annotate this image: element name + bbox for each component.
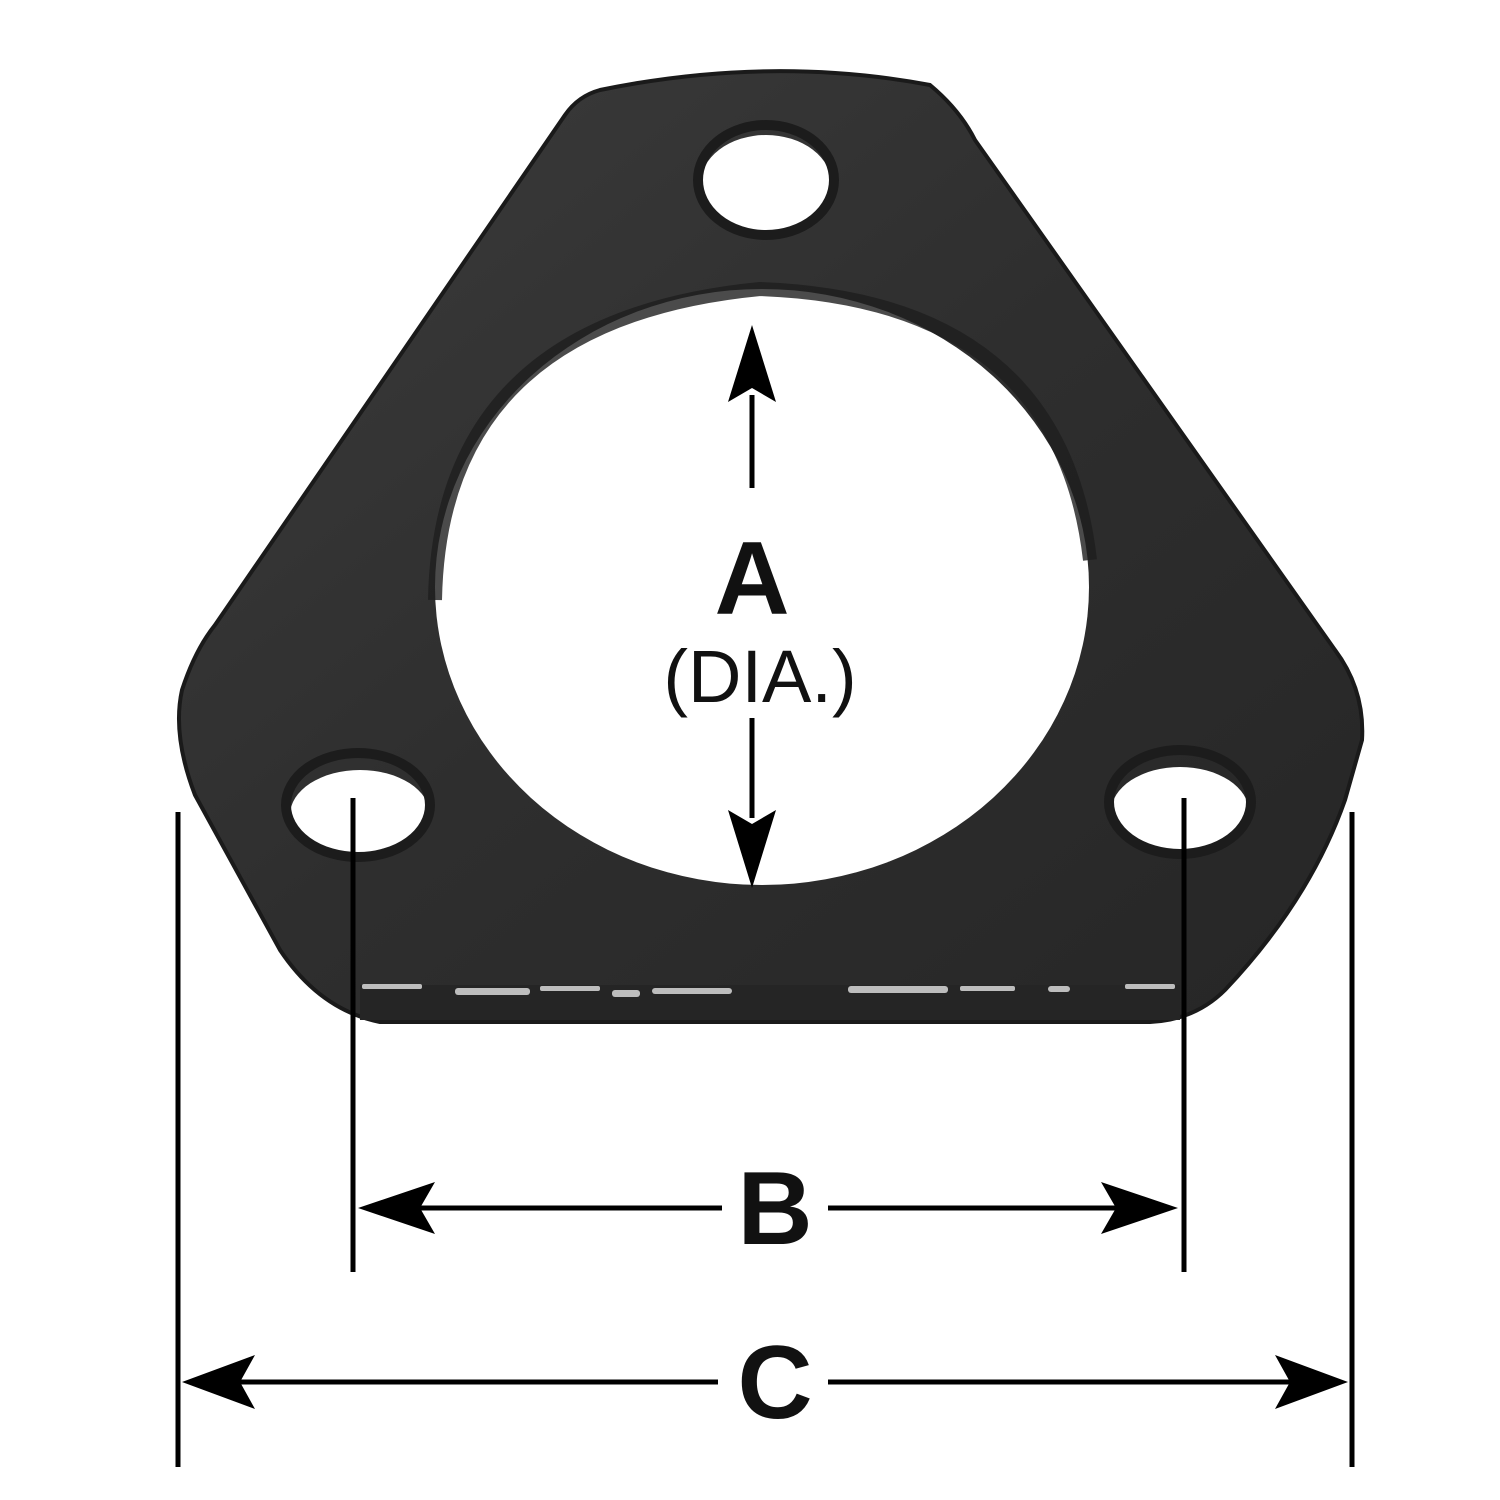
dimension-a-label: A (714, 521, 789, 637)
dimension-a: A (DIA.) (663, 325, 857, 888)
dimension-c-label: C (737, 1325, 812, 1441)
dimension-c: C (182, 1325, 1348, 1441)
dimension-c-arrow-right (1275, 1355, 1348, 1409)
dimension-a-arrow-up (728, 325, 776, 402)
dimension-b-arrow-left (358, 1182, 435, 1234)
extension-lines (175, 798, 1355, 1467)
dimension-a-sublabel: (DIA.) (663, 635, 856, 718)
dimension-b-arrow-right (1101, 1182, 1178, 1234)
dimension-b-label: B (737, 1151, 812, 1267)
dimension-c-arrow-left (182, 1355, 255, 1409)
bore-rim-shadow (428, 281, 1097, 601)
top-bolt-hole-rim (693, 120, 839, 240)
edge-highlights (362, 984, 1175, 997)
right-bolt-hole-rim (1104, 745, 1256, 859)
left-bolt-hole-rim (281, 748, 435, 862)
dimension-b: B (358, 1151, 1178, 1267)
flange-bottom-edge (360, 985, 1180, 1020)
exhaust-flange (177, 69, 1365, 1024)
flange-body (177, 69, 1365, 1024)
dimension-a-arrow-down (728, 810, 776, 888)
